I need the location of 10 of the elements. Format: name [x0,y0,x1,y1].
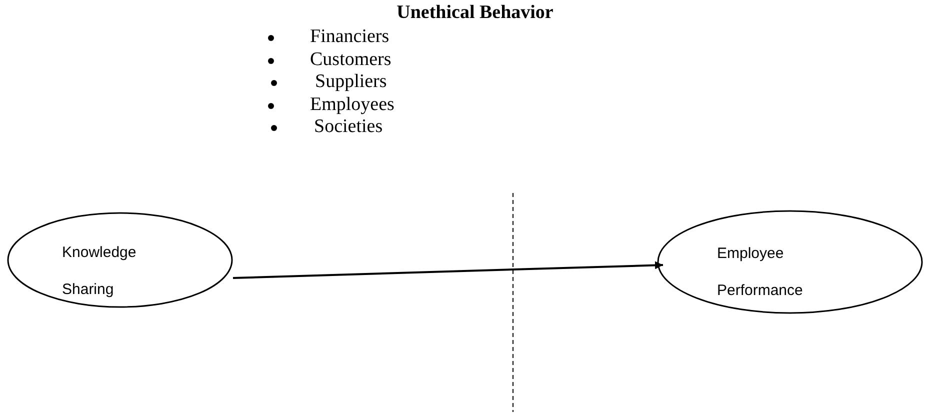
dashed-line [512,192,514,412]
list-item: Suppliers [315,71,387,93]
list-item: Societies [314,116,383,138]
list-item: Employees [310,94,394,116]
list-item: Customers [310,48,392,70]
list-item: Financiers [310,26,390,48]
heading: Unethical Behavior [396,2,554,24]
node-label: Knowledge Sharing [62,243,138,300]
node-label: Employee Performance [717,244,804,301]
arrow [232,261,664,279]
